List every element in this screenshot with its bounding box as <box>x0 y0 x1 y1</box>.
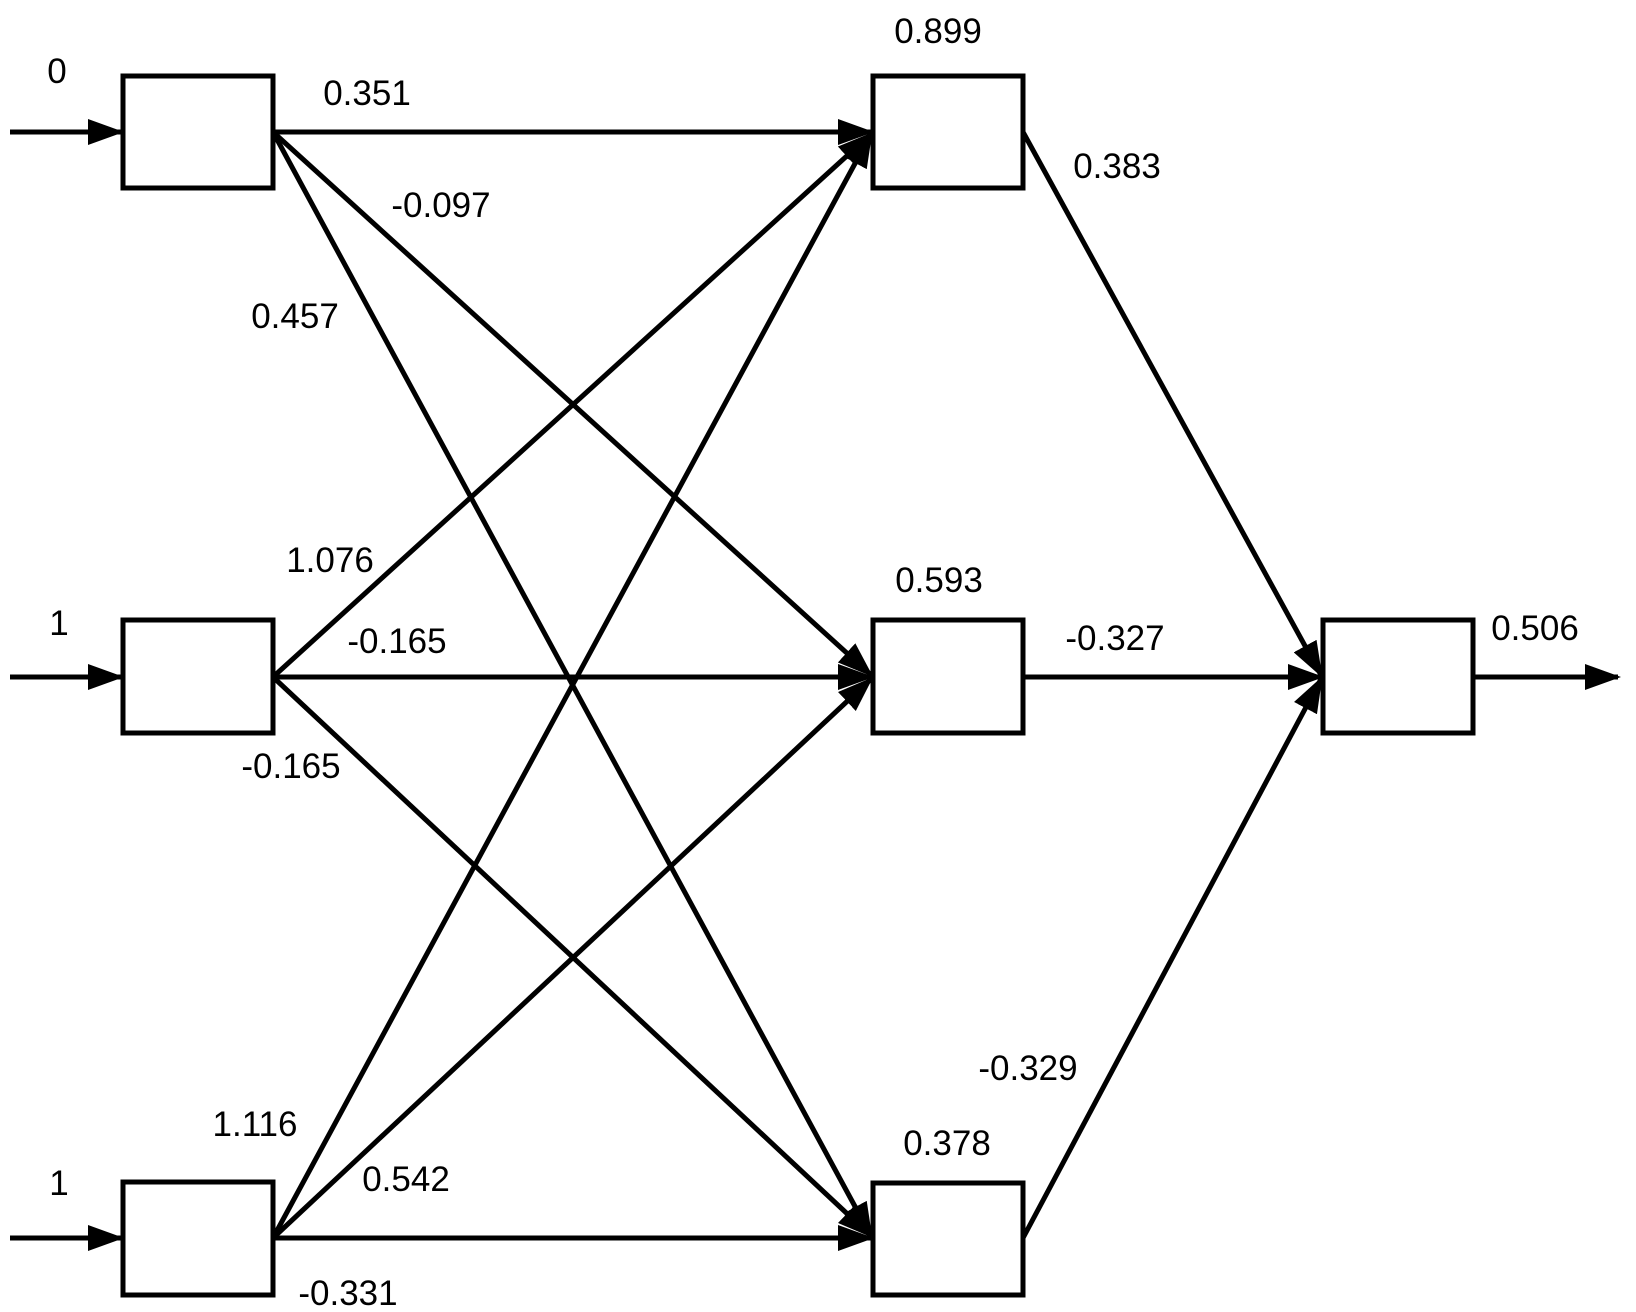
weight-label-input2-hidden2: -0.165 <box>347 622 446 661</box>
edge-hidden1-output <box>1020 130 1324 678</box>
weight-label-input3-hidden2: 0.542 <box>362 1160 450 1199</box>
weight-label-input3-hidden3: -0.331 <box>298 1274 397 1312</box>
input-node-1 <box>120 73 276 191</box>
weight-label-hidden2-output: -0.327 <box>1065 619 1164 658</box>
edge-hidden3-output <box>1020 676 1324 1240</box>
hidden-value-label-2: 0.593 <box>895 561 983 600</box>
weight-label-input1-hidden1: 0.351 <box>323 74 411 113</box>
weight-label-input2-hidden1: 1.076 <box>286 541 374 580</box>
edge-input2-hidden1 <box>271 131 874 679</box>
input-node-2 <box>120 617 276 736</box>
weight-label-input3-hidden1: 1.116 <box>213 1105 298 1144</box>
input-node-3 <box>120 1179 276 1298</box>
weight-label-hidden1-output: 0.383 <box>1073 147 1161 186</box>
edge-input3-hidden2 <box>271 676 874 1240</box>
weight-label-input1-hidden3: 0.457 <box>251 297 339 336</box>
edge-input3-hidden1 <box>270 131 874 1240</box>
input-value-label-2: 1 <box>49 604 68 643</box>
hidden-value-label-3: 0.378 <box>903 1124 991 1163</box>
weight-label-hidden3-output: -0.329 <box>978 1049 1077 1088</box>
output-node <box>1320 617 1476 736</box>
hidden-node-2 <box>870 617 1026 736</box>
hidden-node-3 <box>870 1180 1026 1298</box>
input-value-label-1: 0 <box>47 52 66 91</box>
weight-label-input2-hidden3: -0.165 <box>241 747 340 786</box>
input-value-label-3: 1 <box>49 1164 68 1203</box>
hidden-node-1 <box>870 73 1026 191</box>
weight-label-input1-hidden2: -0.097 <box>391 186 490 225</box>
hidden-value-label-1: 0.899 <box>894 12 982 51</box>
output-value-label: 0.506 <box>1491 609 1579 648</box>
